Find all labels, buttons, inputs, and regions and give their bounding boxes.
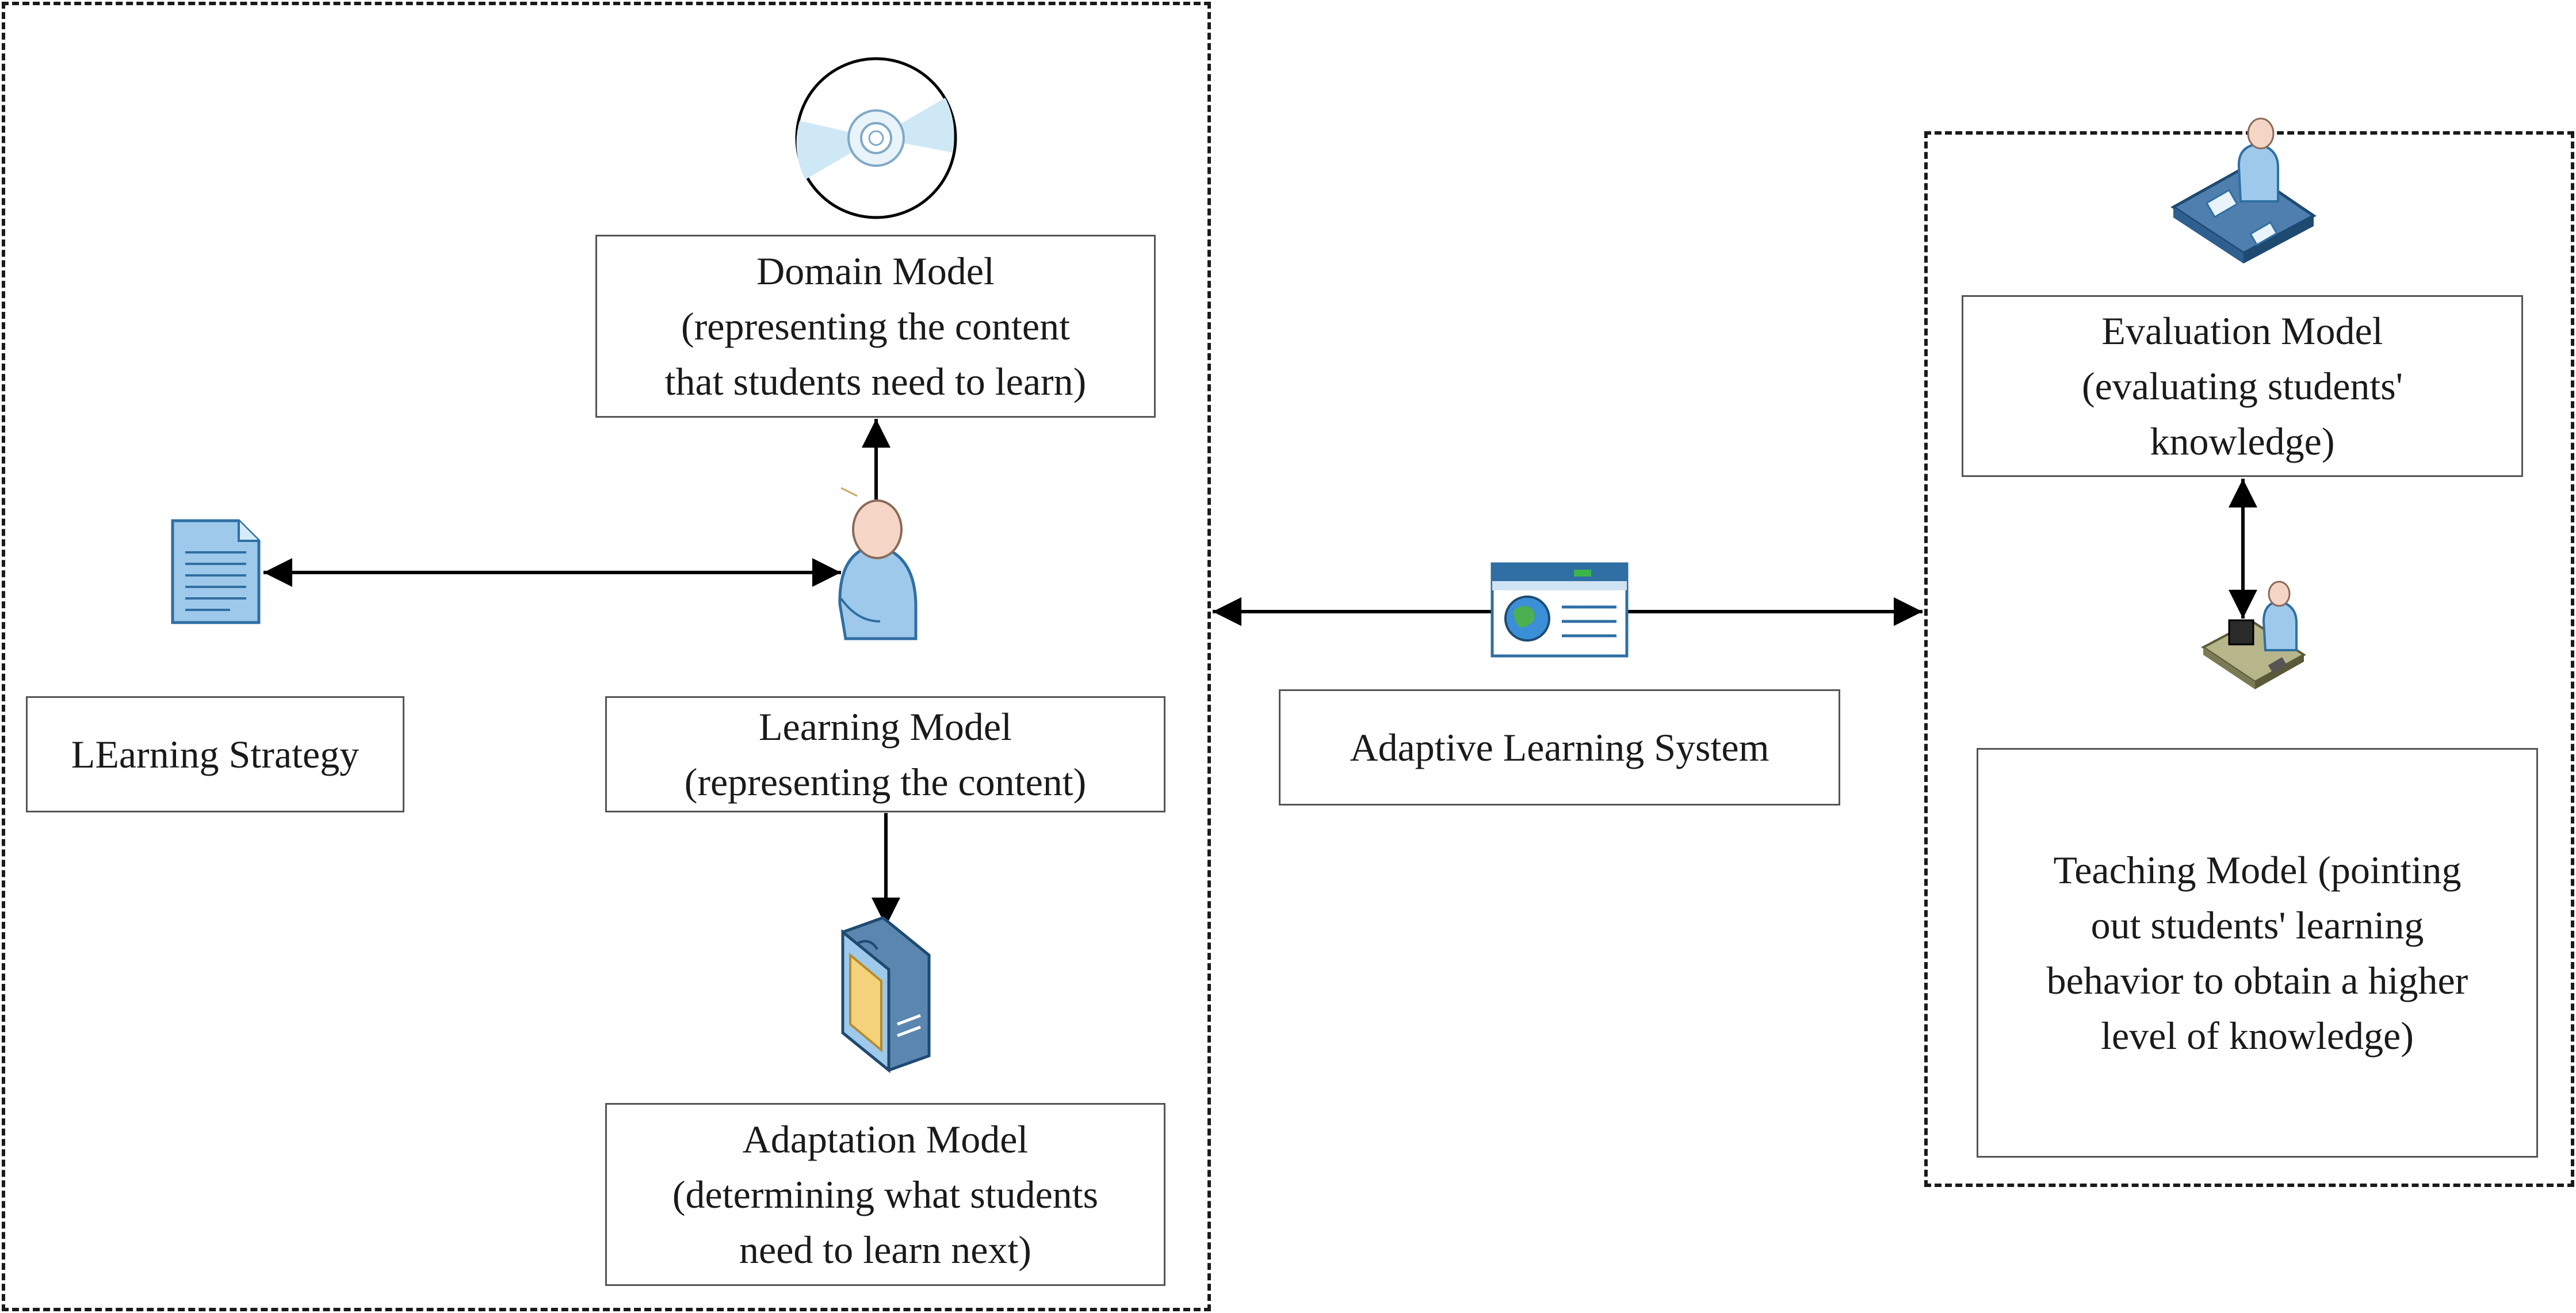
learning-model-label: Learning Model (representing the content… (684, 705, 1087, 804)
person-icon (838, 487, 918, 640)
domain-model-box: Domain Model (representing the content t… (595, 235, 1156, 418)
evaluation-model-box: Evaluation Model (evaluating students' k… (1962, 295, 2523, 477)
person-at-computer-icon (2201, 581, 2306, 689)
adaptive-system-box: Adaptive Learning System (1279, 689, 1840, 806)
teaching-model-box: Teaching Model (pointing out students' l… (1977, 748, 2538, 1158)
domain-model-label: Domain Model (representing the content t… (664, 249, 1087, 403)
compact-disc-icon (795, 57, 957, 219)
left-dashed-group (2, 2, 1211, 1311)
document-icon (171, 519, 261, 624)
learning-model-box: Learning Model (representing the content… (605, 696, 1165, 812)
adaptation-model-box: Adaptation Model (determining what stude… (605, 1103, 1165, 1286)
adaptive-system-label: Adaptive Learning System (1350, 726, 1769, 769)
adaptation-model-label: Adaptation Model (determining what stude… (672, 1117, 1099, 1272)
learning-strategy-label: LEarning Strategy (71, 732, 360, 776)
learning-strategy-box: LEarning Strategy (26, 696, 404, 812)
person-at-desk-icon (2170, 117, 2317, 264)
server-icon (841, 916, 931, 1074)
web-browser-icon (1490, 562, 1629, 658)
evaluation-model-label: Evaluation Model (evaluating students' k… (2081, 309, 2403, 463)
teaching-model-label: Teaching Model (pointing out students' l… (2046, 848, 2468, 1058)
